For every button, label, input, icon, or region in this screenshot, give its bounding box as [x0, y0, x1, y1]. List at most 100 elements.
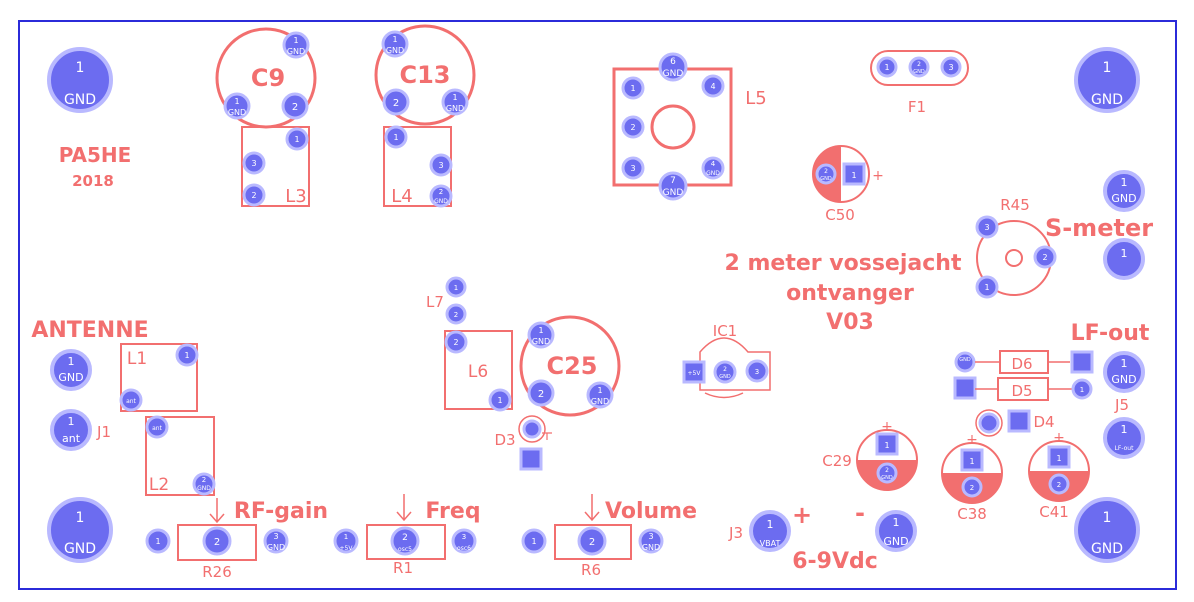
pad-text: 2 [589, 537, 595, 548]
r1-label: R1 [393, 559, 413, 577]
r6-label: R6 [581, 561, 601, 579]
c13-label: C13 [399, 61, 450, 89]
pad-text: GND [663, 188, 684, 198]
pad-text: GND [446, 104, 464, 113]
plus-label: + [792, 501, 812, 529]
regulator-ic1: +5V 2 GND 3 IC1 [682, 322, 771, 399]
l3-label: L3 [285, 186, 306, 207]
pad-text: +5V [340, 545, 354, 552]
mh-tr-gnd: GND [1091, 92, 1123, 108]
pad-text: 1 [452, 93, 457, 102]
mh-tr-num: 1 [1103, 60, 1112, 76]
capacitor-c38: 1 2 + C38 [941, 432, 1003, 523]
f1-label: F1 [908, 98, 926, 116]
pad-text: GND [642, 543, 660, 552]
pad-text: 2 [970, 484, 974, 492]
l4-label: L4 [391, 186, 412, 207]
pad-text: ant [126, 398, 136, 405]
c41-label: C41 [1039, 503, 1069, 521]
pad-text: 1 [1121, 176, 1128, 189]
pad-text: osc6 [457, 545, 471, 552]
pad-text: 2 [402, 533, 408, 543]
pad-text: 2 [292, 102, 298, 113]
pad-text: 2 [214, 537, 220, 548]
r26-label: R26 [202, 563, 232, 581]
l6-label: L6 [468, 362, 488, 382]
s-meter-pad-gnd: 1 GND [1103, 170, 1145, 212]
inductor-l6: 2 1 L6 [444, 330, 513, 412]
capacitor-c9: C9 1 GND 1 GND 2 [215, 27, 317, 129]
c29-label: C29 [822, 452, 852, 470]
d5-label: D5 [1011, 382, 1032, 400]
mh-bl-gnd: GND [64, 541, 96, 557]
pad-text: GND [1111, 192, 1136, 205]
capacitor-c13: C13 1 GND 2 1 GND [374, 24, 476, 126]
pad-text: 3 [438, 161, 443, 170]
pad-text: GND [663, 69, 684, 79]
pad-text: ant [62, 432, 81, 445]
pad-text: GND [1111, 373, 1136, 386]
lf-out-pad-signal: 1 LF-out [1103, 417, 1145, 459]
pad-text: LF-out [1115, 445, 1135, 452]
c25-label: C25 [546, 352, 597, 380]
ic1-label: IC1 [713, 322, 737, 340]
pad-text: 3 [948, 63, 953, 72]
pad-text: 1 [851, 171, 856, 180]
pad-text: 1 [294, 135, 299, 144]
pad-text: GND [913, 69, 925, 75]
mounting-hole-bottom-left: 1 GND [47, 497, 113, 563]
diode-d6: GND D6 [954, 350, 1094, 374]
pad-text: GND [883, 535, 908, 548]
pad-text: 3 [273, 532, 278, 541]
pad-text: 2 [1042, 253, 1047, 262]
potentiometer-r6: Volume 1 2 3 GND R6 [521, 494, 697, 579]
title-line-3: V03 [826, 310, 874, 335]
pad-text: GND [228, 108, 246, 117]
supply-label: 6-9Vdc [792, 549, 878, 574]
pad-text: 1 [969, 457, 974, 466]
filter-f1: 1 2 GND 3 F1 [870, 50, 969, 116]
diode-d4: D4 [975, 409, 1055, 437]
pad-text: 2 [824, 168, 828, 175]
pad-text: 1 [234, 97, 239, 106]
pad-text: GND [386, 46, 404, 55]
lf-out-label: LF-out [1071, 321, 1150, 346]
pad-text: 3 [984, 223, 989, 232]
pad-text: 1 [155, 537, 160, 546]
pad-text: VBAT [760, 539, 781, 548]
volume-label: Volume [605, 499, 697, 524]
pad-text: 3 [630, 164, 635, 173]
author-label: PA5HE [59, 143, 132, 167]
pad-text: 2 [723, 366, 727, 373]
capacitor-c41: 1 2 + C41 [1028, 430, 1090, 521]
diode-d5: D5 1 [953, 376, 1093, 401]
pad-text: 2 [251, 191, 256, 200]
d3-label: D3 [494, 431, 515, 449]
inductor-l2: ant 2 GND L2 [145, 415, 216, 496]
antenna-pad-ant: 1 ant [50, 409, 92, 451]
pad-text: 1 [68, 415, 75, 428]
d4-label: D4 [1033, 413, 1054, 431]
pad-text: 2 [453, 338, 458, 347]
pad-text: 3 [648, 532, 653, 541]
pad-text: 1 [884, 63, 889, 72]
capacitor-c29: 1 2 GND + C29 [822, 419, 918, 491]
pad-text: 3 [462, 533, 466, 541]
pad-text: GND [197, 485, 211, 492]
l5-label: L5 [745, 88, 766, 109]
pad-text: ant [152, 425, 162, 432]
pad-text: 1 [630, 84, 635, 93]
mounting-hole-bottom-right: 1 GND [1074, 497, 1140, 563]
pad-text: + [881, 419, 893, 435]
pad-text: 2 [630, 123, 635, 132]
mh-br-gnd: GND [1091, 541, 1123, 557]
pad-text: 1 [893, 516, 900, 529]
pad-text: GND [719, 374, 731, 380]
pad-text: 1 [68, 355, 75, 368]
pad-text: 1 [184, 351, 189, 360]
pad-text: 7 [670, 176, 676, 186]
inductor-l5: 6 GND 1 4 2 3 4 GND 7 GND L5 [612, 52, 767, 201]
pad-text: 1 [1121, 357, 1128, 370]
mounting-hole-top-right: 1 GND [1074, 47, 1140, 113]
